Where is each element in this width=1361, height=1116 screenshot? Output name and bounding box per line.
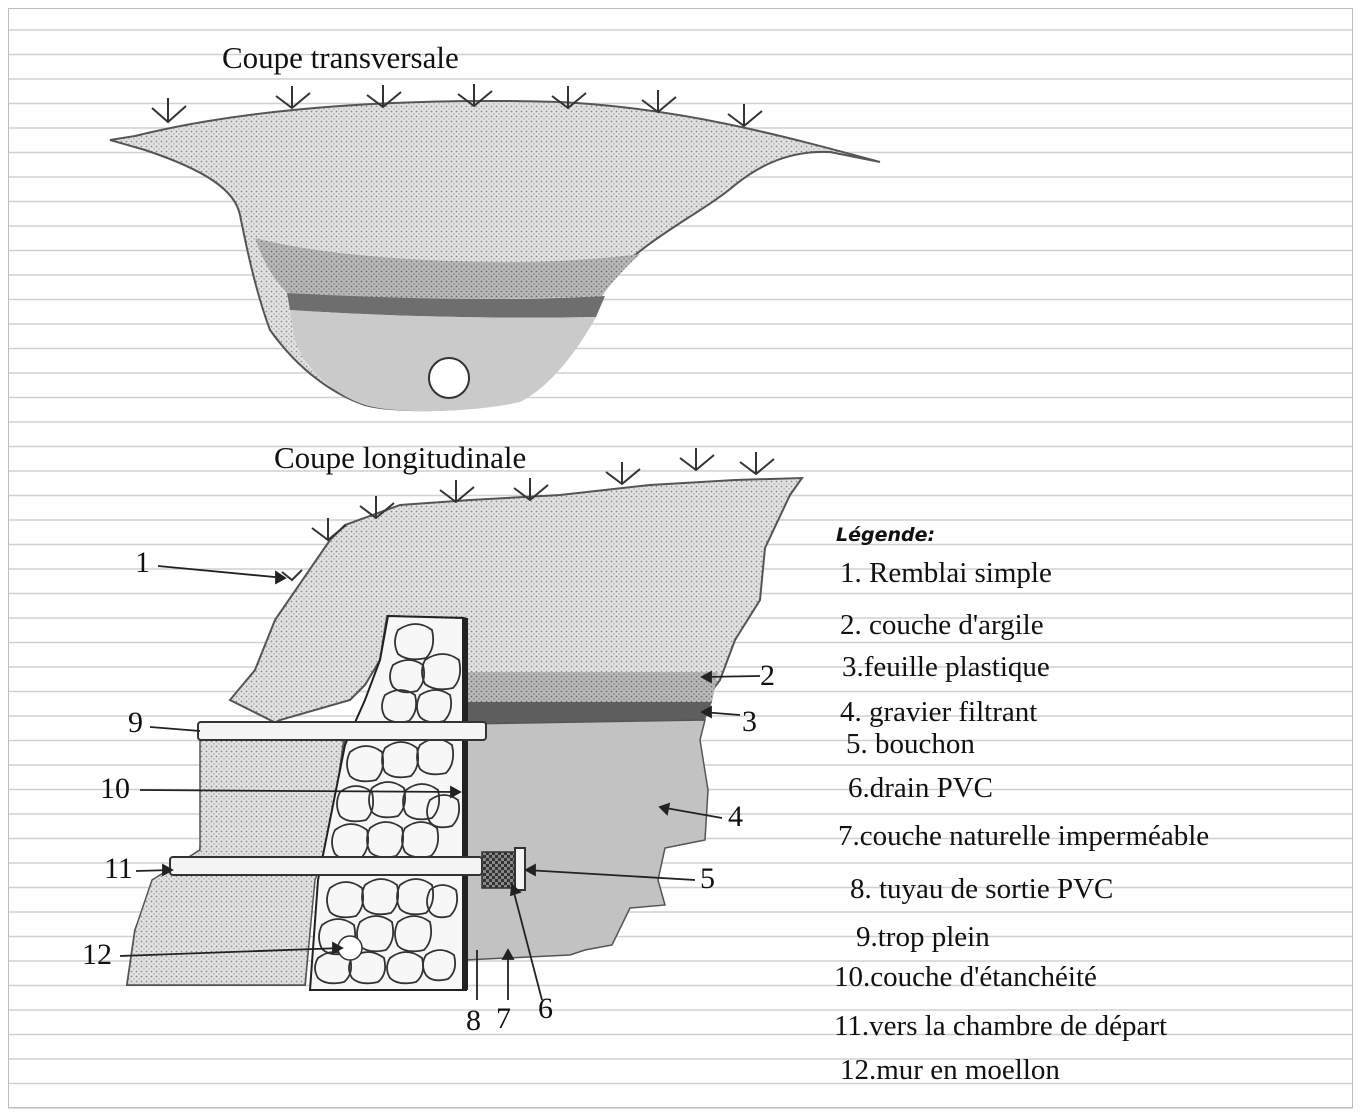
callout-10: 10 <box>100 772 130 805</box>
plug <box>514 847 526 891</box>
cross-section-group <box>109 84 881 412</box>
legend-item-11: 11.vers la chambre de départ <box>834 1010 1168 1042</box>
callout-12: 12 <box>82 938 112 971</box>
cross-section-grass <box>151 84 763 128</box>
legend-item-5: 5. bouchon <box>846 728 975 760</box>
plastic-sheet-layer <box>465 702 712 724</box>
callout-7: 7 <box>496 1002 511 1035</box>
callout-9: 9 <box>128 706 143 739</box>
callout-4: 4 <box>728 800 743 833</box>
legend-title: Légende: <box>836 524 936 546</box>
clay-layer <box>465 672 718 702</box>
callout-3: 3 <box>742 705 757 738</box>
legend-item-1: 1. Remblai simple <box>840 557 1052 589</box>
legend-item-9: 9.trop plein <box>856 921 990 953</box>
legend-item-3: 3.feuille plastique <box>842 651 1050 683</box>
legend-item-4: 4. gravier filtrant <box>840 696 1038 728</box>
legend-item-6: 6.drain PVC <box>848 772 993 804</box>
legend-item-12: 12.mur en moellon <box>840 1054 1060 1086</box>
legend-item-10: 10.couche d'étanchéité <box>834 961 1097 993</box>
callout-5: 5 <box>700 862 715 895</box>
longitudinal-section-group <box>119 448 804 1001</box>
cross-section-clay-layer <box>255 238 640 299</box>
callout-6: 6 <box>538 992 553 1025</box>
callout-leaders <box>119 565 761 1001</box>
cross-section-drain-pipe <box>428 357 470 399</box>
callout-2: 2 <box>760 659 775 692</box>
callout-11: 11 <box>104 852 133 885</box>
sealing-layer <box>462 618 468 990</box>
legend-item-8: 8. tuyau de sortie PVC <box>850 873 1114 905</box>
longitudinal-section-title: Coupe longitudinale <box>274 440 527 475</box>
gravel-filter-layer <box>464 719 709 961</box>
callout-1: 1 <box>135 546 150 579</box>
drain-pvc <box>481 851 521 889</box>
callout-8: 8 <box>466 1004 481 1037</box>
outlet-pipe <box>169 856 483 876</box>
overflow-pipe <box>197 721 487 741</box>
legend-item-7: 7.couche naturelle imperméable <box>838 820 1210 852</box>
legend-item-2: 2. couche d'argile <box>840 609 1044 641</box>
cross-section-plastic-layer <box>287 293 605 318</box>
cross-section-title: Coupe transversale <box>222 40 459 75</box>
longitudinal-grass <box>281 448 775 582</box>
figure-frame <box>8 8 1353 1108</box>
